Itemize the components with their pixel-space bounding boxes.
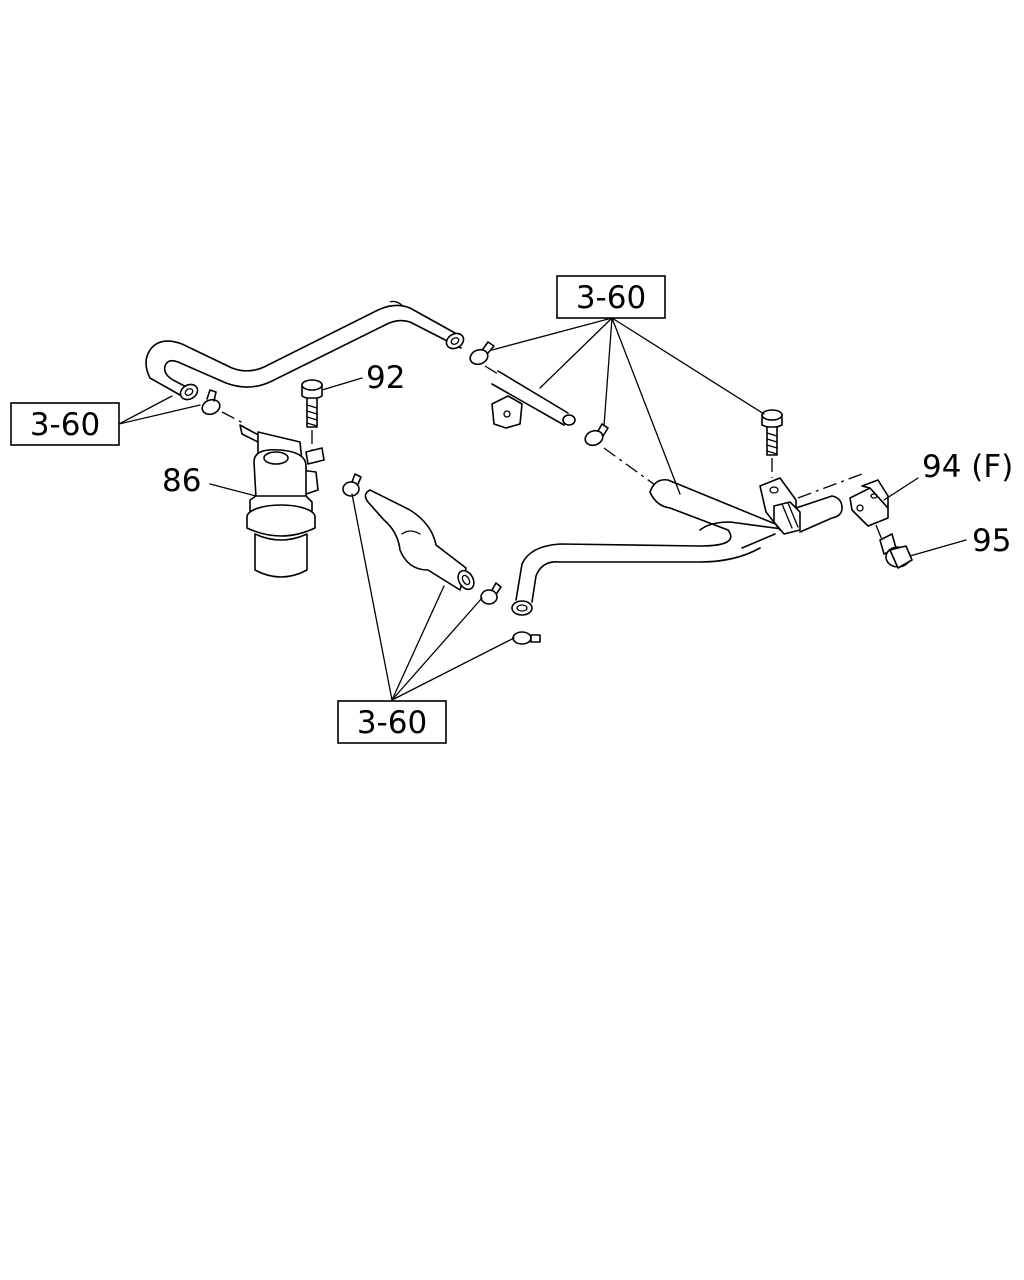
lower-long-hose xyxy=(511,447,843,616)
bracket-94 xyxy=(797,473,889,527)
bolt-bracket xyxy=(761,409,783,478)
callout-95: 95 xyxy=(972,523,1011,559)
hose-clamp-lower xyxy=(512,631,541,645)
callout-ref-left: 3-60 xyxy=(10,402,120,446)
upper-hose xyxy=(145,300,465,401)
callout-ref-bottom-label: 3-60 xyxy=(357,705,427,741)
hose-clamp-upper-right xyxy=(469,341,495,366)
callout-ref-top-label: 3-60 xyxy=(576,280,646,316)
hose-clamp-upper-left xyxy=(201,389,221,416)
bolt-95 xyxy=(875,524,913,569)
callout-86: 86 xyxy=(162,463,201,499)
callout-ref-top: 3-60 xyxy=(556,275,666,319)
callout-ref-left-label: 3-60 xyxy=(30,407,100,443)
callout-92: 92 xyxy=(366,360,405,396)
middle-hose-upper xyxy=(484,365,576,429)
hose-clamp-elbow-bottom xyxy=(480,582,502,605)
leader-lines xyxy=(118,317,967,701)
valve-86 xyxy=(221,411,319,578)
callout-ref-bottom: 3-60 xyxy=(337,700,447,744)
bolt-92 xyxy=(301,379,325,465)
hose-clamp-middle xyxy=(584,423,609,447)
hose-clamp-elbow-top xyxy=(342,473,362,497)
callout-94: 94 (F) xyxy=(922,449,1013,485)
elbow-hose xyxy=(364,489,475,591)
